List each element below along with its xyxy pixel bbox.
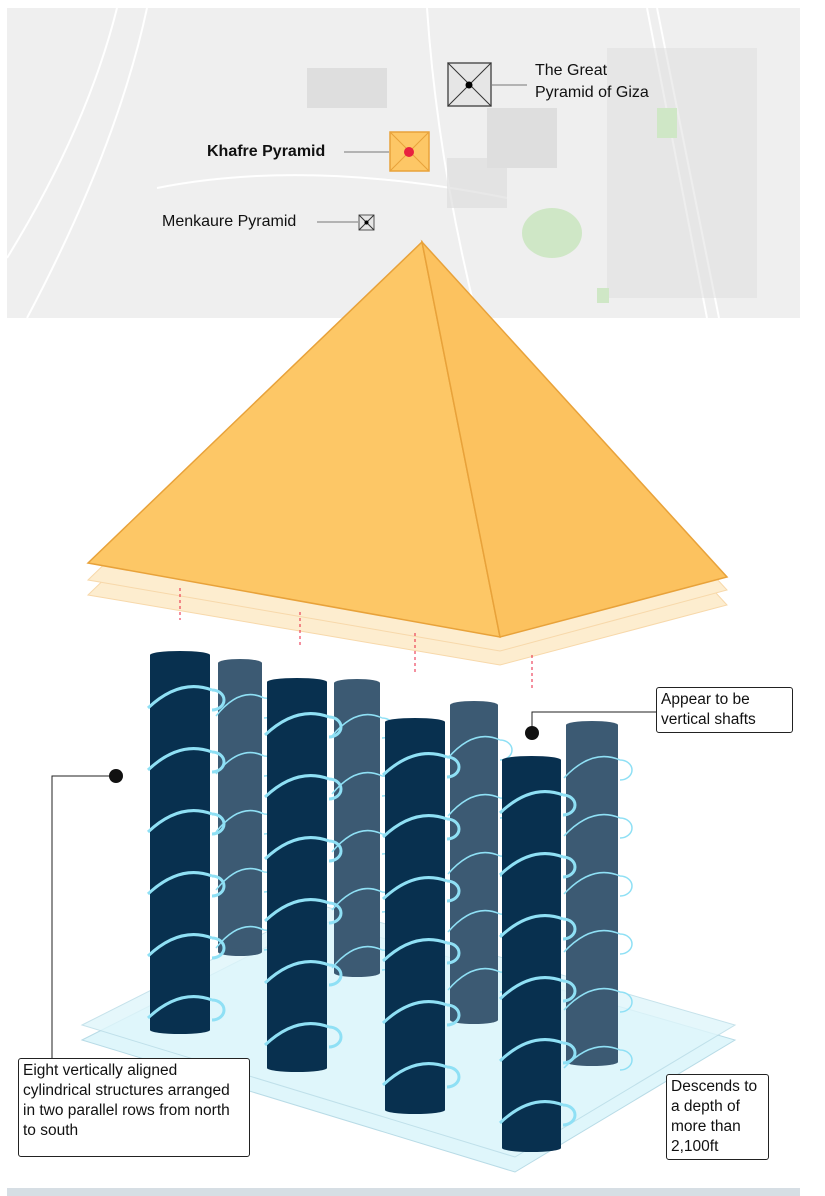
spiral-coil (146, 685, 226, 1022)
back-cylinder (447, 701, 513, 1024)
spiral-coil (263, 712, 343, 1049)
front-cylinder (498, 756, 577, 1152)
front-cylinder (146, 651, 226, 1034)
back-cylinder (215, 659, 277, 956)
map-markers (317, 62, 527, 231)
khafre-pyramid-marker[interactable] (389, 131, 430, 172)
map-streets (7, 8, 757, 318)
khafre-pyramid-label: Khafre Pyramid (207, 143, 326, 160)
menkaure-pyramid-label: Menkaure Pyramid (162, 213, 297, 230)
menkaure-pyramid-marker[interactable] (358, 214, 375, 231)
spiral-coil (381, 752, 461, 1089)
callout-dot (525, 726, 539, 740)
back-cylinder (331, 679, 395, 977)
back-cylinder (563, 721, 633, 1071)
spiral-coil (498, 790, 577, 1127)
shafts-callout: Appear to be vertical shafts (656, 687, 793, 733)
dashed-arrows (179, 588, 533, 690)
spiral-coil (563, 755, 633, 1071)
front-cylinder (381, 718, 461, 1114)
bottom-strip (7, 1188, 800, 1196)
great-pyramid-label: The Great Pyramid of Giza (535, 62, 649, 101)
front-cylinder (263, 678, 343, 1072)
depth-callout: Descends to a depth of more than 2,100ft (666, 1074, 769, 1160)
structures-callout: Eight vertically aligned cylindrical str… (18, 1058, 250, 1157)
great-pyramid-marker[interactable] (447, 62, 492, 107)
pyramid (86, 239, 729, 638)
callout-dot (109, 769, 123, 783)
